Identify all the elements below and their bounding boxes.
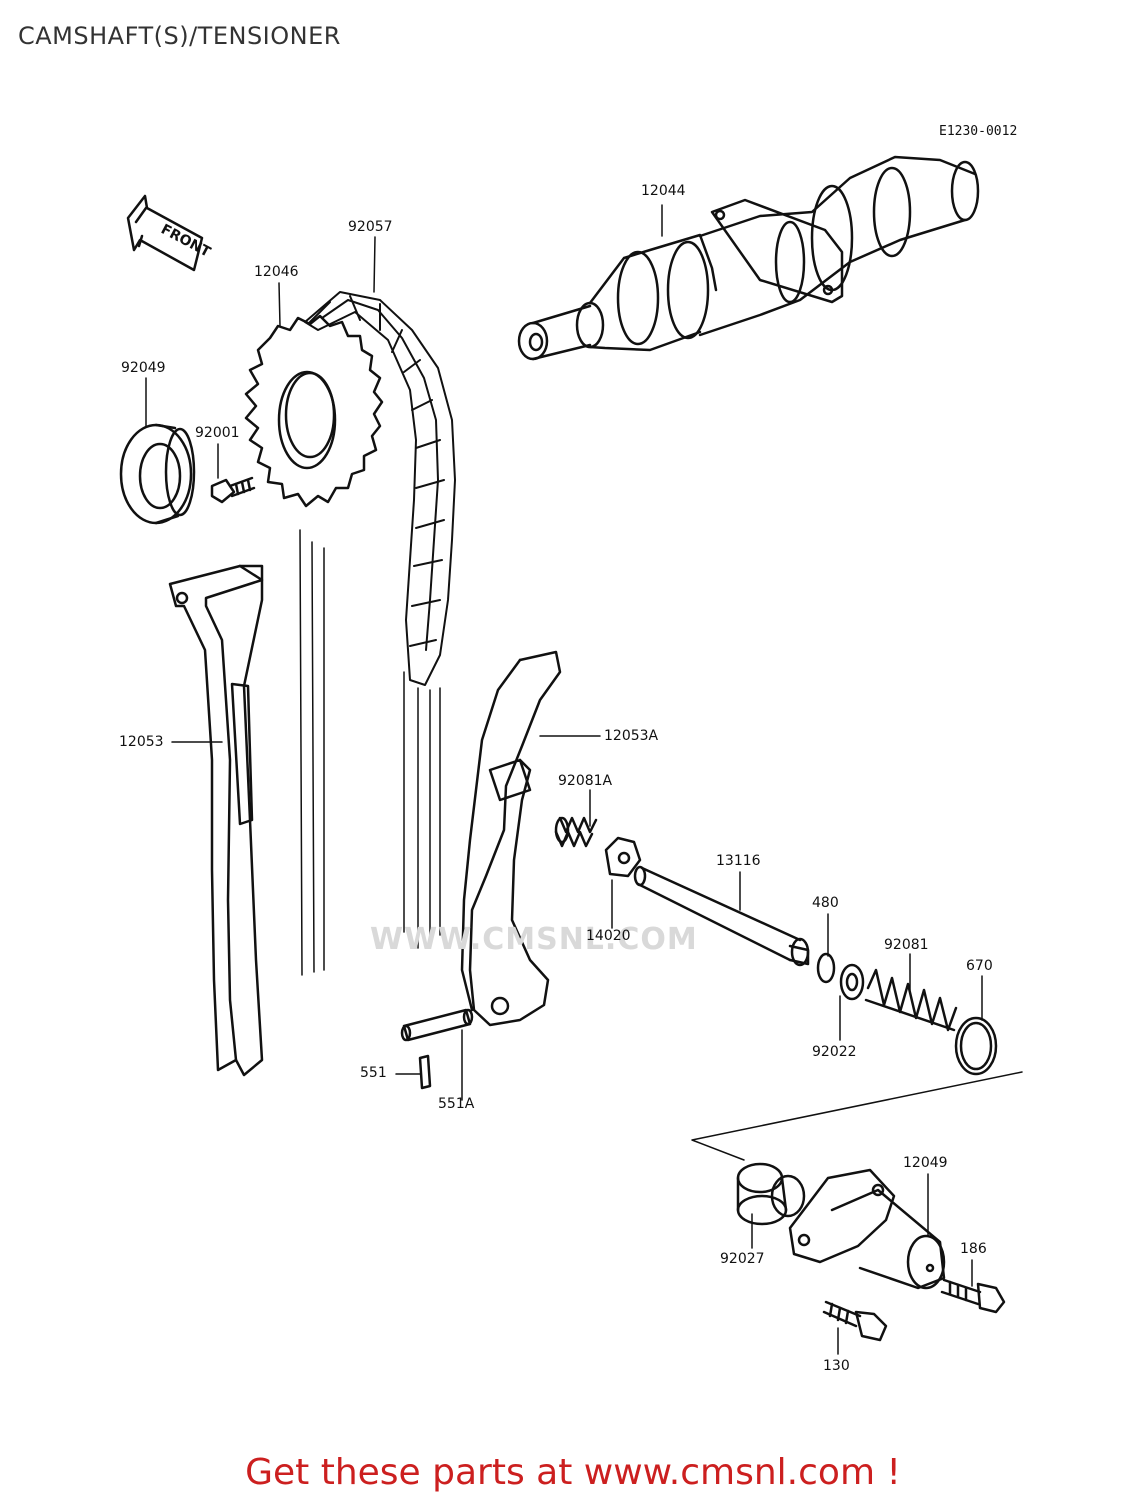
chain-lines — [299, 529, 441, 976]
watermark-text: WWW.CMSNL.COM — [370, 922, 698, 957]
tensioner-arm-12053a — [460, 650, 562, 1027]
callout-480: 480 — [812, 895, 839, 911]
callout-186: 186 — [960, 1241, 987, 1257]
callout-92081: 92081 — [884, 937, 929, 953]
washer-92022 — [839, 963, 865, 1001]
callout-12044: 12044 — [641, 183, 686, 199]
callout-12049: 12049 — [903, 1155, 948, 1171]
callout-92027: 92027 — [720, 1251, 765, 1267]
callout-13116: 13116 — [716, 853, 761, 869]
bolt-130 — [822, 1300, 888, 1342]
bolt-186 — [940, 1278, 1006, 1314]
tensioner-body-12049 — [788, 1168, 946, 1290]
pin-551 — [418, 1054, 432, 1090]
front-arrow-icon — [126, 194, 204, 272]
chain-92057 — [304, 291, 456, 686]
rod-13116 — [633, 865, 810, 967]
page-title: CAMSHAFT(S)/TENSIONER — [18, 22, 341, 50]
callout-12053: 12053 — [119, 734, 164, 750]
pin-551a — [400, 1008, 474, 1042]
o-ring-670 — [954, 1016, 998, 1076]
seal-92049 — [119, 423, 196, 525]
callout-12046: 12046 — [254, 264, 299, 280]
camshaft-12044 — [517, 155, 980, 361]
callout-551: 551 — [360, 1065, 387, 1081]
callout-130: 130 — [823, 1358, 850, 1374]
callout-12053a: 12053A — [604, 728, 659, 744]
callout-551a: 551A — [438, 1096, 475, 1112]
leader-lines — [145, 204, 983, 1355]
callout-92057: 92057 — [348, 219, 393, 235]
callout-92001: 92001 — [195, 425, 240, 441]
bolt-92001 — [210, 476, 256, 504]
spring-92081a — [554, 816, 598, 848]
cta-banner[interactable]: Get these parts at www.cmsnl.com ! — [245, 1452, 901, 1493]
callout-670: 670 — [966, 958, 993, 974]
spring-92081 — [864, 968, 958, 1032]
bushing-92027 — [736, 1162, 806, 1226]
callout-92049: 92049 — [121, 360, 166, 376]
callout-14020: 14020 — [586, 928, 631, 944]
callout-92022: 92022 — [812, 1044, 857, 1060]
guide-12053 — [168, 564, 264, 1077]
part-14020 — [604, 836, 642, 878]
sprocket-12046 — [244, 314, 384, 508]
callout-92081a: 92081A — [558, 773, 613, 789]
washer-480 — [816, 952, 836, 984]
diagram-code: E1230-0012 — [939, 124, 1018, 139]
